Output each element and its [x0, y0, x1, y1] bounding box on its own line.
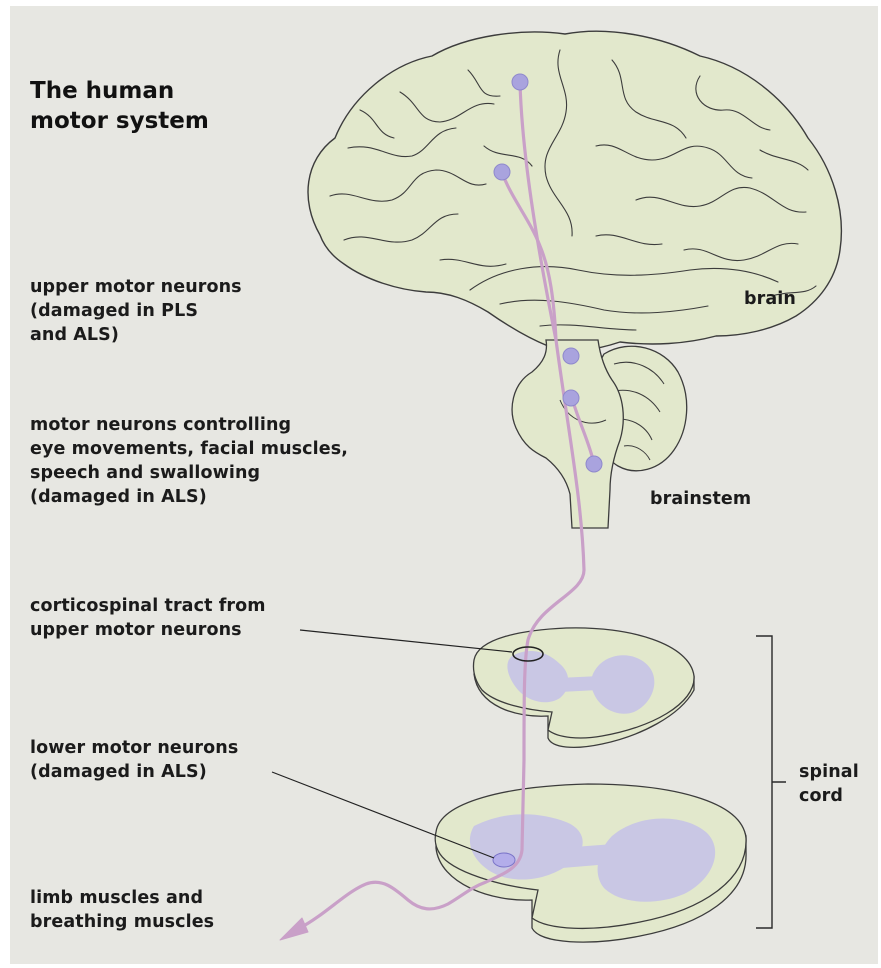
label-lower-motor-neurons: lower motor neurons (damaged in ALS)	[30, 736, 238, 784]
brainstem-neuron-body-3	[586, 456, 602, 472]
brainstem-neuron-body-2	[563, 390, 579, 406]
upper-motor-neuron-body-1	[512, 74, 528, 90]
label-brainstem: brainstem	[650, 487, 751, 511]
label-corticospinal-tract: corticospinal tract from upper motor neu…	[30, 594, 266, 642]
label-upper-motor-neurons: upper motor neurons (damaged in PLS and …	[30, 275, 242, 347]
upper-spinal-section	[473, 628, 694, 748]
lower-spinal-section	[435, 784, 746, 942]
label-spinal-cord: spinal cord	[799, 760, 859, 808]
lower-motor-neuron-body	[493, 853, 515, 867]
label-brainstem-motor-neurons: motor neurons controlling eye movements,…	[30, 413, 348, 509]
limb-muscle-arrowhead	[280, 918, 308, 940]
diagram-title: The human motor system	[30, 76, 209, 136]
upper-motor-neuron-body-2	[494, 164, 510, 180]
brainstem-neuron-body-1	[563, 348, 579, 364]
spinal-cord-bracket	[756, 636, 786, 928]
label-brain: brain	[744, 287, 796, 311]
spinal-cord-sections	[435, 628, 786, 942]
label-limb-muscles: limb muscles and breathing muscles	[30, 886, 214, 934]
